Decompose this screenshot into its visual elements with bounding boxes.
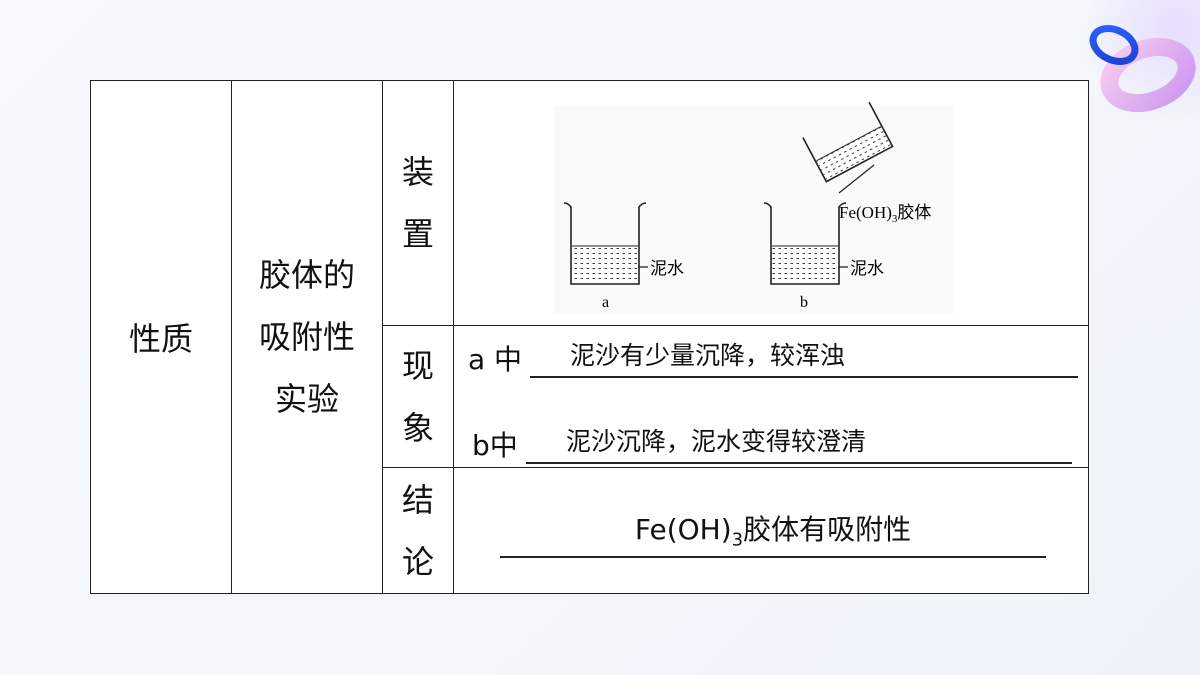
conclusion-content-cell: Fe(OH)3胶体有吸附性 <box>453 467 1089 594</box>
experiment-cell: 胶体的 吸附性 实验 <box>231 80 383 594</box>
phenomenon-label-char-1: 现 <box>401 346 434 385</box>
conclusion-label-cell: 结 论 <box>382 467 454 594</box>
beaker-b <box>763 202 848 285</box>
ring-decoration-icon <box>1089 25 1196 113</box>
phenomenon-a-blank: 泥沙有少量沉降，较浑浊 <box>530 336 1078 378</box>
conclusion-blank: Fe(OH)3胶体有吸附性 <box>500 508 1046 558</box>
conclusion-label-char-2: 论 <box>401 542 434 581</box>
beaker-b-liquid-label: 泥水 <box>850 259 884 278</box>
experiment-line-2: 吸附性 <box>258 318 355 356</box>
colloid-leader-line <box>838 164 875 194</box>
phenomenon-b-prefix: b中 <box>472 429 518 462</box>
pouring-beaker <box>802 101 894 183</box>
beaker-a-letter: a <box>602 294 609 311</box>
experiment-line-3: 实验 <box>274 380 339 418</box>
phenomenon-content-cell: a 中 泥沙有少量沉降，较浑浊 b中 泥沙沉降，泥水变得较澄清 <box>453 325 1089 468</box>
conclusion-answer: Fe(OH)3胶体有吸附性 <box>634 513 912 551</box>
phenomenon-a-prefix: a 中 <box>468 343 523 376</box>
conclusion-label-char-1: 结 <box>401 480 434 519</box>
apparatus-label-cell: 装 置 <box>382 80 454 326</box>
beaker-b-letter: b <box>800 294 808 311</box>
apparatus-content-cell: 泥水 a 泥水 b Fe(OH)3胶体 <box>453 80 1089 326</box>
property-cell: 性质 <box>90 80 232 594</box>
apparatus-diagram: 泥水 a 泥水 b Fe(OH)3胶体 <box>554 101 954 314</box>
phenomenon-b-row: b中 泥沙沉降，泥水变得较澄清 <box>454 422 1088 464</box>
apparatus-label-char-1: 装 <box>401 153 434 191</box>
colloid-label: Fe(OH)3胶体 <box>839 203 931 225</box>
beaker-a <box>563 202 648 285</box>
phenomenon-label-cell: 现 象 <box>382 325 454 468</box>
colloid-adsorption-table: 性质 胶体的 吸附性 实验 装 置 <box>90 80 1089 594</box>
beaker-a-liquid-label: 泥水 <box>650 259 684 278</box>
phenomenon-b-answer: 泥沙沉降，泥水变得较澄清 <box>566 427 867 456</box>
beaker-a-liquid <box>572 246 638 283</box>
phenomenon-label-char-2: 象 <box>401 408 434 447</box>
phenomenon-b-blank: 泥沙沉降，泥水变得较澄清 <box>526 422 1072 464</box>
beaker-b-liquid <box>772 246 838 283</box>
experiment-line-1: 胶体的 <box>258 256 355 294</box>
phenomenon-a-answer: 泥沙有少量沉降，较浑浊 <box>570 341 846 370</box>
phenomenon-a-row: a 中 泥沙有少量沉降，较浑浊 <box>454 336 1088 378</box>
apparatus-label-char-2: 置 <box>401 215 434 253</box>
